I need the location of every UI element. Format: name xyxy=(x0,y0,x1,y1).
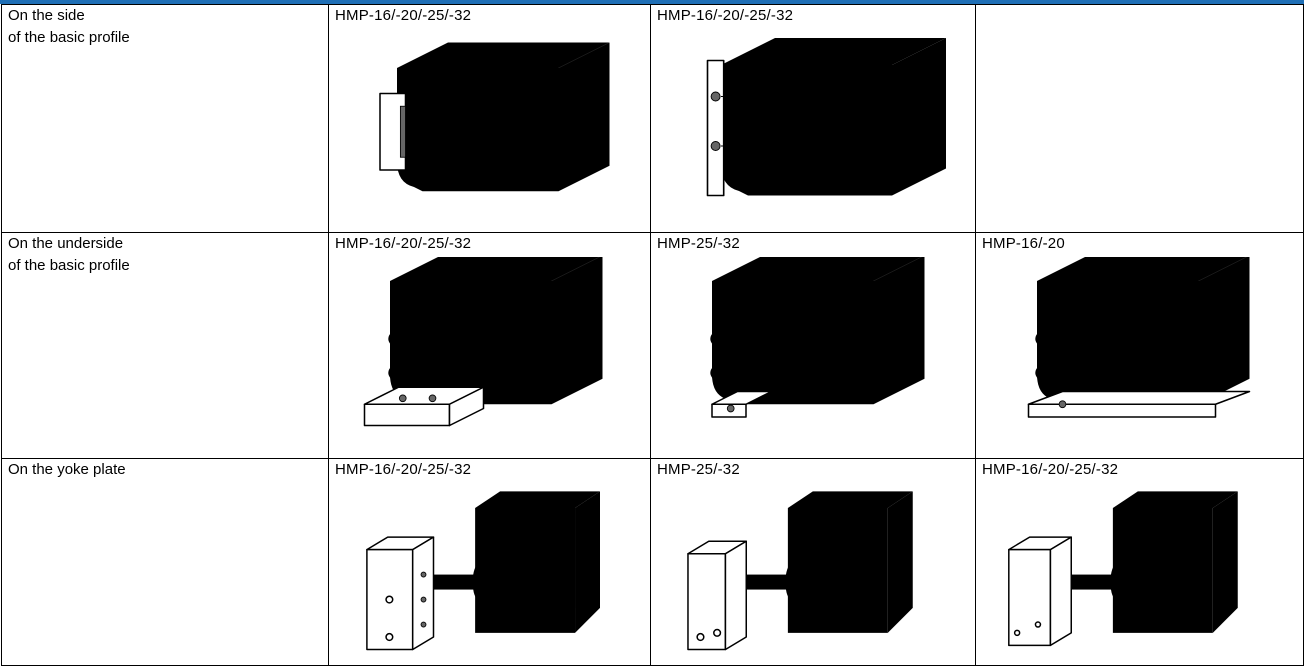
variant-cell: HMP-16/-20/-25/-32 xyxy=(975,458,1304,666)
variant-code: HMP-16/-20/-25/-32 xyxy=(335,461,472,478)
variant-cell: HMP-16/-20/-25/-32 xyxy=(328,4,651,233)
row-label: On the side of the basic profile xyxy=(2,5,328,49)
row-label-line-1: On the underside xyxy=(8,235,124,252)
underside-clamp-drawing-icon xyxy=(710,257,925,418)
yoke-plate-block-drawing-icon xyxy=(366,491,600,651)
row-label-line-2: of the basic profile xyxy=(8,29,130,46)
row-label: On the yoke plate xyxy=(2,459,328,481)
variant-cell-empty xyxy=(975,4,1304,233)
variant-code: HMP-16/-20/-25/-32 xyxy=(335,235,472,252)
underside-foot-drawing-icon xyxy=(1027,257,1251,418)
row-label-cell: On the underside of the basic profile xyxy=(1,232,329,459)
table-row: On the underside of the basic profile HM… xyxy=(1,232,1304,459)
side-mount-screwed-drawing-icon xyxy=(706,38,946,197)
variant-cell: HMP-16/-20/-25/-32 xyxy=(650,4,976,233)
row-label-line-1: On the side xyxy=(8,7,85,24)
variant-cell: HMP-16/-20 xyxy=(975,232,1304,459)
variant-cell: HMP-25/-32 xyxy=(650,232,976,459)
variant-code: HMP-16/-20/-25/-32 xyxy=(657,7,794,24)
yoke-plate-compact-drawing-icon xyxy=(1008,491,1238,647)
variant-code: HMP-16/-20/-25/-32 xyxy=(335,7,472,24)
table-row: On the yoke plate HMP-16/-20/-25/-32 xyxy=(1,458,1304,666)
top-accent-bar xyxy=(0,0,1304,4)
variant-code: HMP-16/-20 xyxy=(982,235,1065,252)
row-label-line-2: of the basic profile xyxy=(8,257,130,274)
variant-code: HMP-25/-32 xyxy=(657,461,740,478)
variant-code: HMP-25/-32 xyxy=(657,235,740,252)
row-label-line-1: On the yoke plate xyxy=(8,461,126,478)
underside-plate-drawing-icon xyxy=(363,257,603,427)
yoke-plate-bracket-drawing-icon xyxy=(687,491,913,651)
variant-code: HMP-16/-20/-25/-32 xyxy=(982,461,1119,478)
variant-cell: HMP-16/-20/-25/-32 xyxy=(328,232,651,459)
row-label-cell: On the side of the basic profile xyxy=(1,4,329,233)
side-mount-drawing-icon xyxy=(379,42,610,192)
row-label-cell: On the yoke plate xyxy=(1,458,329,666)
variant-cell: HMP-25/-32 xyxy=(650,458,976,666)
row-label: On the underside of the basic profile xyxy=(2,233,328,277)
mounting-options-table: On the side of the basic profile HMP-16/… xyxy=(1,4,1304,666)
table-row: On the side of the basic profile HMP-16/… xyxy=(1,4,1304,233)
variant-cell: HMP-16/-20/-25/-32 xyxy=(328,458,651,666)
